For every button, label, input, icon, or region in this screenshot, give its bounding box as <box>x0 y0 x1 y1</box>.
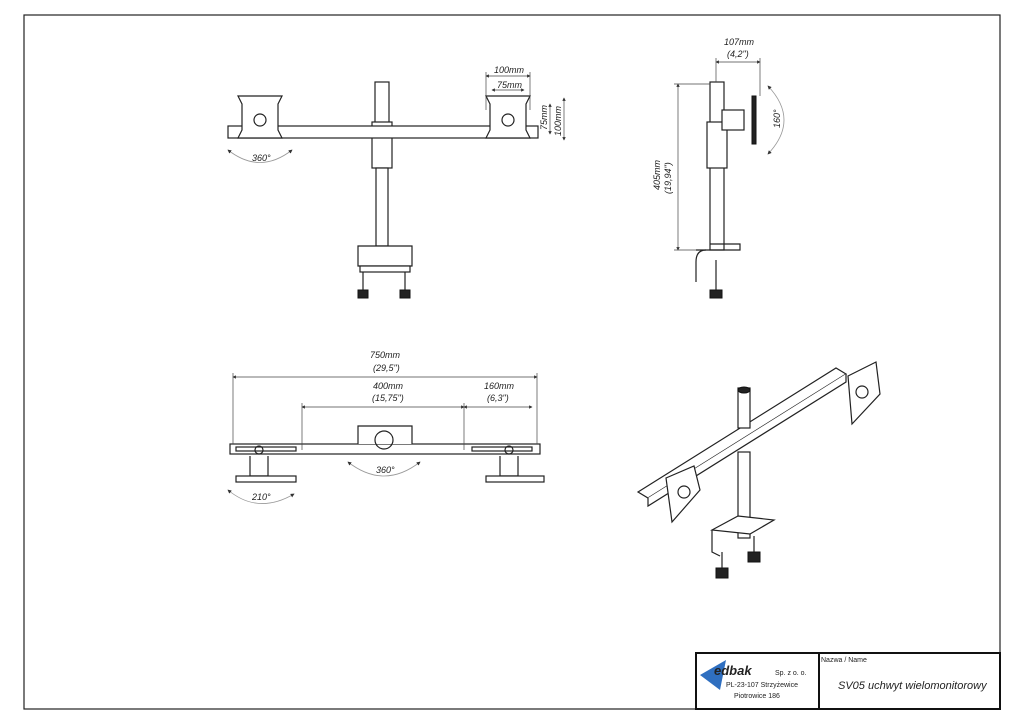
title-block: edbak Sp. z o. o. PL-23-107 Strzyżewice … <box>695 652 1001 710</box>
dim-height: 405mm <box>652 159 662 190</box>
iso-vesa-right <box>847 361 881 426</box>
pole-top <box>374 81 390 125</box>
pole <box>375 167 389 247</box>
address-line-1: PL-23-107 Strzyżewice <box>726 682 798 689</box>
iso-knob-right <box>747 551 761 563</box>
company-suffix: Sp. z o. o. <box>775 670 807 677</box>
dim-slide: 160mm <box>484 381 515 391</box>
arm <box>227 125 539 139</box>
dim-arm-rotation: 210° <box>251 492 271 502</box>
iso-knob-left <box>715 567 729 579</box>
logo-text: edbak <box>714 663 752 678</box>
dim-center-rotation: 360° <box>376 465 395 475</box>
dim-depth: 107mm <box>724 37 755 47</box>
dim-total: 750mm <box>370 350 401 360</box>
dim-vesa-inner-vertical: 75mm <box>539 104 549 130</box>
clamp-knob-right <box>399 289 411 299</box>
product-name: SV05 uchwyt wielomonitorowy <box>838 680 988 692</box>
center-mount <box>357 425 413 444</box>
isometric-view <box>636 361 881 579</box>
clamp-knob-left <box>357 289 369 299</box>
drawing-frame <box>23 14 1001 710</box>
dim-total-inch: (29,5") <box>373 363 400 373</box>
dim-tilt: 160° <box>772 109 782 128</box>
dim-middle: 400mm <box>373 381 404 391</box>
tilt-joint <box>721 109 745 131</box>
dim-vesa-outer: 100mm <box>494 65 525 75</box>
dim-vesa-outer-vertical: 100mm <box>553 105 563 136</box>
clamp-base <box>357 245 413 267</box>
front-view: 100mm 75mm 75mm 100mm 360° <box>227 65 566 299</box>
clamp <box>695 243 741 282</box>
dim-middle-inch: (15,75") <box>372 393 404 403</box>
iso-vesa-left <box>665 465 701 524</box>
vesa-left <box>235 475 297 483</box>
dim-rotation: 360° <box>252 153 271 163</box>
address-line-2: Piotrowice 186 <box>734 693 780 700</box>
top-view: 750mm (29,5") 400mm (15,75") 160mm (6,3"… <box>227 350 545 504</box>
side-view: 107mm (4,2") 405mm (19,94") 160° <box>652 37 785 299</box>
vesa-plate-right <box>485 95 531 139</box>
edbak-logo-icon <box>700 660 726 690</box>
iso-clamp <box>710 515 776 535</box>
dim-slide-inch: (6,3") <box>487 393 509 403</box>
dim-depth-inch: (4,2") <box>727 49 749 59</box>
vesa-right <box>485 475 545 483</box>
name-label: Nazwa / Name <box>821 657 867 664</box>
vesa-plate-left <box>237 95 283 139</box>
vesa-plate <box>751 95 757 145</box>
dim-vesa-inner: 75mm <box>497 80 523 90</box>
dim-height-inch: (19,94") <box>663 162 673 194</box>
